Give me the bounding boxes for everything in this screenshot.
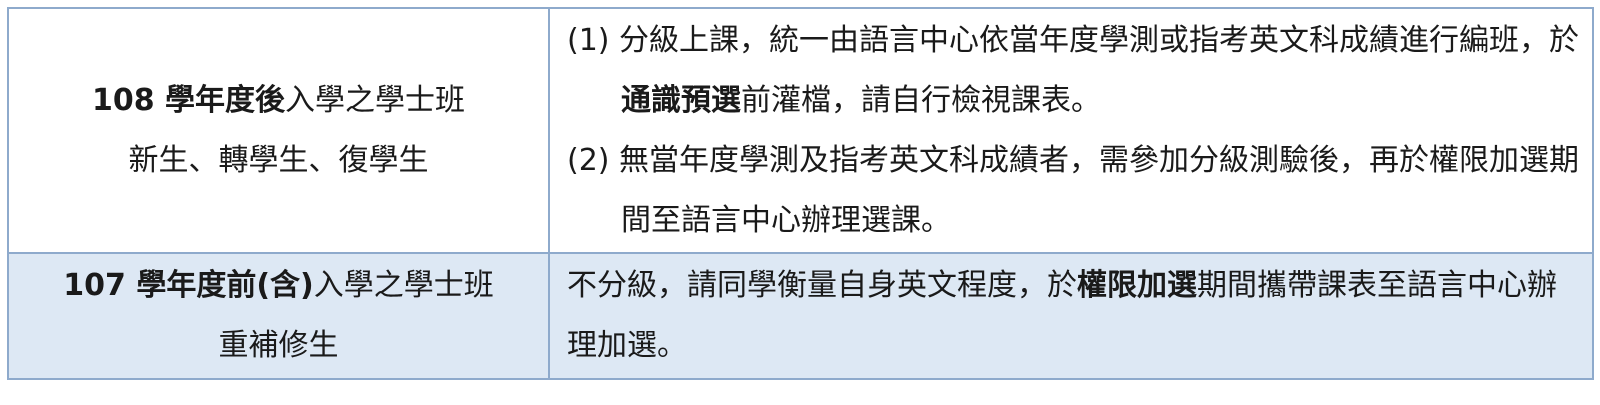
category-subline: 重補修生 [218, 328, 339, 363]
rule-number: (2) [567, 142, 610, 178]
category-text: 入學之學士班 [285, 82, 466, 118]
category-line: 108 學年度後入學之學士班 [17, 71, 540, 131]
rule-text: 不分級，請同學衡量自身英文程度，於 [567, 268, 1077, 303]
table-row: 108 學年度後入學之學士班 新生、轉學生、復學生 (1) 分級上課，統一由語言… [7, 7, 1594, 254]
rule-description-cell: 不分級，請同學衡量自身英文程度，於權限加選期間攜帶課表至語言中心辦理加選。 [548, 252, 1594, 380]
rule-item-2: (2) 無當年度學測及指考英文科成績者，需參加分級測驗後，再於權限加選期間至語言… [567, 131, 1580, 251]
rule-bold-text: 權限加選 [1077, 268, 1197, 303]
category-text: 入學之學士班 [313, 268, 494, 303]
rule-description-cell: (1) 分級上課，統一由語言中心依當年度學測或指考英文科成績進行編班，於通識預選… [548, 7, 1594, 254]
category-subline: 新生、轉學生、復學生 [128, 142, 429, 178]
category-bold-text: 107 學年度前(含) [63, 268, 314, 303]
student-category-cell: 108 學年度後入學之學士班 新生、轉學生、復學生 [7, 7, 550, 254]
table-row: 107 學年度前(含)入學之學士班 重補修生 不分級，請同學衡量自身英文程度，於… [7, 252, 1594, 380]
rule-text-continued: 期間攜帶課表至語言中心辦理加選。 [567, 268, 1557, 363]
rule-text: 無當年度學測及指考英文科成績者，需參加分級測驗後，再於權限加選期間至語言中心辦理… [619, 142, 1580, 238]
category-bold-text: 108 學年度後 [91, 82, 286, 118]
rule-item-1: (1) 分級上課，統一由語言中心依當年度學測或指考英文科成績進行編班，於通識預選… [567, 11, 1580, 131]
rule-number: (1) [567, 22, 610, 58]
rule-text: 分級上課，統一由語言中心依當年度學測或指考英文科成績進行編班，於 [619, 22, 1580, 58]
rule-bold-text: 通識預選 [621, 82, 741, 118]
document-page: 108 學年度後入學之學士班 新生、轉學生、復學生 (1) 分級上課，統一由語言… [7, 7, 1594, 380]
category-line: 107 學年度前(含)入學之學士班 [17, 256, 540, 316]
student-category-cell: 107 學年度前(含)入學之學士班 重補修生 [7, 252, 550, 380]
english-course-policy-table: 108 學年度後入學之學士班 新生、轉學生、復學生 (1) 分級上課，統一由語言… [7, 7, 1594, 380]
rule-text-continued: 前灌檔，請自行檢視課表。 [741, 82, 1101, 118]
